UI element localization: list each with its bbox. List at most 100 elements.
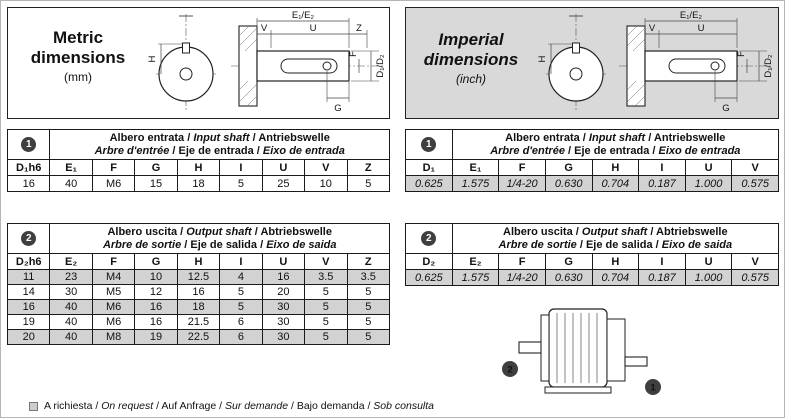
text-segment: Albero uscita: [107, 225, 178, 238]
text-segment: Eixo de saida: [661, 238, 733, 251]
panel-title-line2: dimensions: [30, 47, 126, 67]
imperial-panel-title: Imperial dimensions (inch): [406, 30, 536, 86]
table-cell: 3.5: [346, 269, 390, 285]
metric-panel-title: Metric dimensions (mm): [10, 28, 146, 84]
table-cell: 11: [6, 269, 51, 285]
table-cell: 6: [219, 329, 263, 345]
table-cell: 10: [304, 175, 348, 192]
table-cell: 0.625: [405, 175, 453, 192]
column-header: F: [498, 159, 546, 176]
panel-title-line1: Metric: [52, 28, 104, 47]
imperial-input-shaft-table: 1 Albero entrata / Input shaft / Antrieb…: [405, 129, 780, 192]
table-cell: 16: [134, 314, 178, 330]
badge-cell: 2: [405, 223, 453, 254]
dim-label-d: D₁/D₂: [763, 54, 774, 78]
dim-label-g: G: [722, 103, 729, 114]
table-title-row: 1 Albero entrata / Input shaft / Antrieb…: [6, 129, 390, 160]
badge-cell: 2: [6, 223, 51, 254]
column-header: E₁: [49, 159, 93, 176]
shaft-front-view-drawing: H: [538, 14, 606, 110]
table-cell: M6: [91, 314, 136, 330]
table-cell: 30: [49, 284, 93, 300]
table-cell: 30: [261, 329, 306, 345]
table-cell: 0.575: [731, 269, 779, 286]
badge-cell: 1: [6, 129, 51, 160]
text-segment: Arbre d'entrée: [490, 144, 565, 157]
dim-label-v: V: [261, 23, 268, 34]
text-segment: Bajo demanda: [296, 400, 365, 412]
metric-input-shaft-table: 1 Albero entrata / Input shaft / Antrieb…: [6, 129, 390, 192]
table-title-row: 2 Albero uscita / Output shaft / Abtrieb…: [405, 223, 780, 254]
text-segment: /: [576, 238, 586, 251]
table-cell: 19: [6, 314, 51, 330]
table-cell: 5: [304, 284, 348, 300]
column-header: I: [638, 159, 686, 176]
table-cell: 0.575: [731, 175, 779, 192]
text-segment: /: [288, 400, 297, 412]
text-segment: On request: [101, 400, 154, 412]
table-title-line2: Arbre de sortie / Eje de salida / Eixo d…: [453, 239, 778, 252]
column-header: G: [544, 159, 593, 176]
column-header: H: [591, 159, 640, 176]
column-header: U: [684, 159, 733, 176]
table-cell: M4: [91, 269, 136, 285]
badge-2-icon: 2: [21, 231, 37, 246]
text-segment: /: [652, 238, 662, 251]
text-segment: Albero uscita: [503, 225, 573, 238]
column-header: G: [544, 253, 593, 270]
imperial-dimensions-panel: Imperial dimensions (inch) H: [405, 7, 779, 119]
dim-label-z: Z: [356, 23, 362, 34]
column-header: V: [304, 253, 348, 270]
table-cell: 5: [219, 175, 263, 192]
column-header: I: [219, 253, 263, 270]
table-cell: 1.575: [451, 175, 500, 192]
text-segment: Antriebswelle: [258, 131, 330, 144]
shaft-side-view-drawing: E₁/E₂ V U F D₁/D₂ G: [619, 10, 774, 114]
dim-label-u: U: [310, 23, 317, 34]
dim-label-h: H: [148, 55, 158, 62]
text-segment: /: [645, 131, 654, 144]
table-title-row: 2 Albero uscita / Output shaft / Abtrieb…: [6, 223, 390, 254]
table-title: Albero entrata / Input shaft / Antriebsw…: [49, 129, 390, 160]
text-segment: /: [216, 400, 225, 412]
table-cell: 1/4-20: [498, 175, 546, 192]
text-segment: /: [253, 144, 263, 157]
table-cell: 30: [261, 299, 306, 315]
table-cell: 16: [261, 269, 306, 285]
table-cell: 21.5: [176, 314, 221, 330]
text-segment: A richiesta: [44, 400, 93, 412]
table-cell: 16: [176, 284, 221, 300]
text-segment: /: [579, 131, 589, 144]
column-header: U: [684, 253, 733, 270]
text-segment: Albero entrata: [505, 131, 580, 144]
dim-label-e: E₁/E₂: [680, 10, 703, 21]
table-title-line1: Albero uscita / Output shaft / Abtriebsw…: [453, 226, 778, 239]
metric-output-shaft-table: 2 Albero uscita / Output shaft / Abtrieb…: [6, 223, 390, 345]
text-segment: /: [153, 400, 162, 412]
table-cell: 5: [346, 299, 390, 315]
text-segment: /: [169, 144, 179, 157]
table-cell: 10: [134, 269, 178, 285]
text-segment: Albero entrata: [109, 131, 185, 144]
table-cell: 1.000: [684, 269, 733, 286]
table-cell: M6: [91, 175, 136, 192]
badge-1-icon: [645, 379, 661, 395]
text-segment: /: [649, 144, 659, 157]
column-header: D₂h6: [6, 253, 51, 270]
panel-unit-label: (inch): [455, 72, 486, 87]
text-segment: /: [251, 225, 261, 238]
table-cell: 5: [304, 314, 348, 330]
table-cell: 15: [134, 175, 178, 192]
column-header: F: [91, 253, 136, 270]
on-request-legend-square: [29, 401, 38, 411]
table-cell: 3.5: [304, 269, 348, 285]
column-header: E₂: [451, 253, 500, 270]
column-header: G: [134, 253, 178, 270]
column-header: D₂: [405, 253, 453, 270]
